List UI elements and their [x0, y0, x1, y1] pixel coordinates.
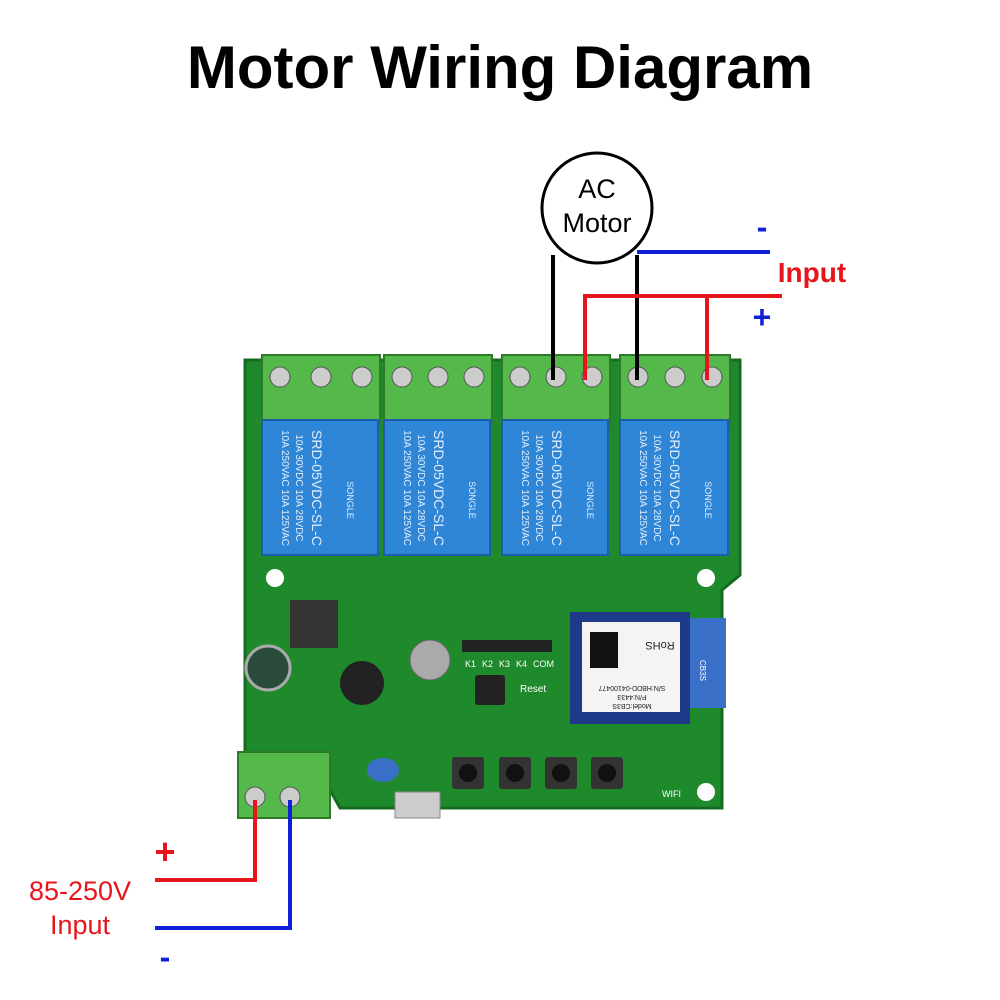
motor-input-minus: - — [757, 209, 768, 245]
power-negative-wire — [155, 800, 292, 930]
terminal-block — [261, 354, 381, 426]
header-pins — [462, 640, 552, 652]
capacitor — [244, 644, 292, 692]
relay-text: SRD-05VDC-SL-C — [549, 430, 565, 546]
terminal-block — [383, 354, 493, 426]
header-label: COM — [533, 659, 554, 669]
relay-brand: SONGLE — [703, 481, 713, 519]
terminal-screw[interactable] — [391, 366, 413, 388]
module-sn: S/N:HBDD-04100477 — [598, 684, 665, 691]
motor-label-2: Motor — [562, 208, 631, 238]
relay-text: SRD-05VDC-SL-C — [431, 430, 447, 546]
relay-text: 10A 30VDC 10A 28VDC — [415, 434, 426, 541]
terminal-screw[interactable] — [664, 366, 686, 388]
relay-text: 10A 30VDC 10A 28VDC — [533, 434, 544, 541]
power-wiring — [155, 800, 292, 930]
varistor — [367, 758, 399, 782]
module-pn: P/N:4433 — [617, 693, 646, 700]
power-positive-wire — [155, 800, 257, 882]
terminal-screw[interactable] — [269, 366, 291, 388]
relay-text: 10A 30VDC 10A 28VDC — [651, 434, 662, 541]
reset-button[interactable] — [475, 675, 505, 705]
inductor — [340, 661, 384, 705]
power-voltage: 85-250V — [29, 876, 131, 906]
ac-motor — [540, 151, 654, 265]
terminal-screw[interactable] — [545, 366, 567, 388]
module-side-label: CB3S — [698, 660, 707, 681]
header-label: K4 — [516, 659, 527, 669]
relay-text: 10A 250VAC 10A 125VAC — [279, 430, 290, 546]
relay-brand: SONGLE — [467, 481, 477, 519]
relay-text: 10A 30VDC 10A 28VDC — [293, 434, 304, 541]
power-input-label: Input — [50, 910, 111, 940]
rohs-label: RoHS — [645, 639, 674, 651]
power-minus: - — [160, 939, 171, 975]
usb-port — [394, 791, 441, 819]
motor-label-1: AC — [578, 174, 616, 204]
antenna-coil — [290, 600, 338, 648]
terminal-screw[interactable] — [310, 366, 332, 388]
power-plus: + — [154, 831, 175, 872]
motor-wiring — [540, 151, 782, 380]
relay-text: 10A 250VAC 10A 125VAC — [401, 430, 412, 546]
terminal-screw[interactable] — [463, 366, 485, 388]
motor-input-plus: + — [753, 299, 772, 335]
power-terminal — [237, 751, 331, 819]
relay-brand: SONGLE — [585, 481, 595, 519]
positive-wire — [583, 294, 782, 380]
header-label: K1 — [465, 659, 476, 669]
wifi-label: WIFI — [662, 789, 681, 799]
terminal-screw[interactable] — [427, 366, 449, 388]
motor-input-label: Input — [778, 257, 846, 288]
wifi-antenna — [688, 618, 726, 708]
module-model: Model:CB3S — [612, 702, 652, 709]
relay-brand: SONGLE — [345, 481, 355, 519]
terminal-block — [501, 354, 611, 426]
terminal-screw[interactable] — [509, 366, 531, 388]
capacitor-2 — [409, 639, 451, 681]
relay-text: SRD-05VDC-SL-C — [667, 430, 683, 546]
relay-text: 10A 250VAC 10A 125VAC — [519, 430, 530, 546]
reset-label: Reset — [520, 684, 546, 695]
header-label: K3 — [499, 659, 510, 669]
relay-text: SRD-05VDC-SL-C — [309, 430, 325, 546]
relay-text: 10A 250VAC 10A 125VAC — [637, 430, 648, 546]
diagram-title: Motor Wiring Diagram — [187, 34, 813, 101]
terminal-screw[interactable] — [351, 366, 373, 388]
header-label: K2 — [482, 659, 493, 669]
